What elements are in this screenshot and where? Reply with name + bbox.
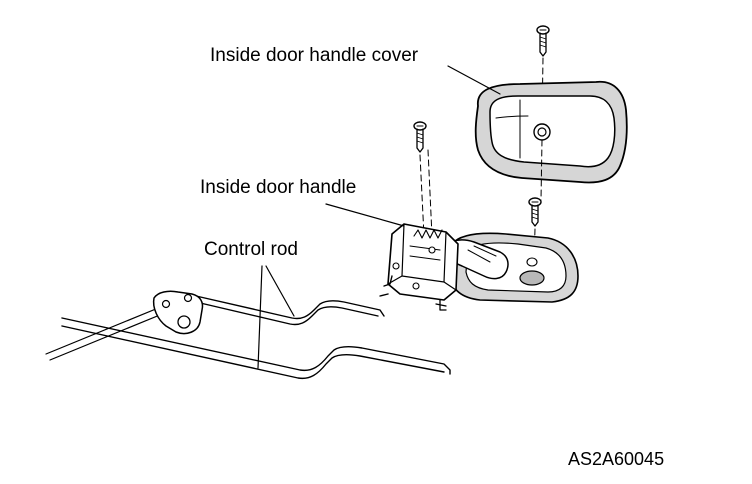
handle-screw-right [528, 197, 542, 263]
label-inside-door-handle-cover: Inside door handle cover [210, 45, 419, 66]
handle-screw-left [413, 121, 433, 237]
label-inside-door-handle: Inside door handle [200, 177, 357, 198]
handle-cover [474, 80, 628, 201]
control-rods [45, 290, 451, 380]
figure-code: AS2A60045 [568, 449, 665, 469]
inside-door-handle [379, 223, 579, 311]
cover-leader-line [447, 65, 501, 95]
handle-leader-line [325, 203, 405, 227]
rod-leader-line-lower [257, 265, 263, 369]
rod-leader-line-upper [265, 265, 295, 317]
label-control-rod: Control rod [204, 239, 298, 260]
